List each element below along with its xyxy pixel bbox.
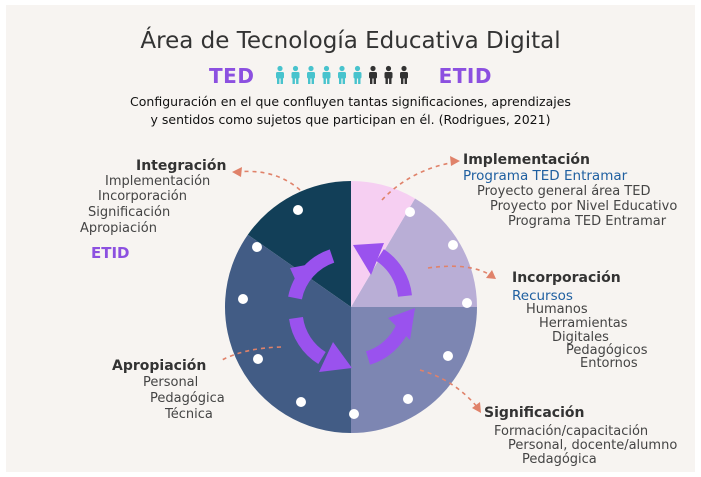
- person-icon: [353, 65, 362, 84]
- significacion-item: Pedagógica: [522, 452, 597, 467]
- quote-text: Configuración en el que confluyen tantas…: [0, 93, 701, 129]
- integracion-item: Apropiación: [80, 221, 157, 236]
- implementacion-item: Proyecto general área TED: [477, 184, 651, 199]
- quote-line-1: Configuración en el que confluyen tantas…: [130, 94, 571, 109]
- dot: [448, 240, 458, 250]
- person-icon: [399, 65, 408, 84]
- people-icon: [275, 65, 408, 84]
- person-icon: [368, 65, 377, 84]
- arrowhead: [290, 262, 322, 290]
- incorporacion-title: Incorporación: [512, 270, 621, 286]
- dot: [443, 351, 453, 361]
- dot: [403, 394, 413, 404]
- implementacion-subtitle: Programa TED Entramar: [463, 168, 628, 184]
- arrowhead: [486, 270, 496, 279]
- significacion-title: Significación: [484, 405, 585, 421]
- connector-arrowheads: [232, 156, 496, 413]
- apropiacion-item: Técnica: [165, 407, 213, 422]
- arrowhead: [232, 167, 242, 177]
- connector-implementacion: [381, 161, 456, 201]
- person-icon: [306, 65, 315, 84]
- arrowhead: [353, 243, 384, 275]
- dot: [349, 409, 359, 419]
- integracion-item: Incorporación: [98, 189, 187, 204]
- dot: [462, 298, 472, 308]
- person-icon: [275, 65, 284, 84]
- wedge-incorporacion: [351, 198, 477, 307]
- person-icon: [291, 65, 300, 84]
- incorporacion-subtitle: Recursos: [512, 288, 573, 304]
- dot: [253, 354, 263, 364]
- connectors: [221, 161, 493, 409]
- connector-integracion: [235, 170, 301, 191]
- quote-line-2: y sentidos como sujetos que participan e…: [150, 112, 551, 127]
- incorporacion-item: Humanos: [526, 302, 588, 317]
- integracion-item: Significación: [88, 205, 171, 220]
- apropiacion-item: Personal: [143, 375, 199, 390]
- integracion-title: Integración: [136, 158, 227, 174]
- rim-dots: [238, 205, 472, 419]
- person-icon: [384, 65, 393, 84]
- dot: [405, 207, 415, 217]
- wedge-integracion: [247, 181, 351, 307]
- arrowhead: [388, 308, 415, 340]
- incorporacion-item: Entornos: [580, 356, 638, 371]
- integracion-item: Implementación: [105, 174, 211, 189]
- person-icon: [322, 65, 331, 84]
- dot: [296, 397, 306, 407]
- dot: [252, 242, 262, 252]
- wedge-significacion: [351, 307, 477, 433]
- arrowhead: [319, 342, 352, 372]
- arrowheads: [290, 243, 415, 372]
- page-title: Área de Tecnología Educativa Digital: [140, 28, 561, 54]
- person-icon: [337, 65, 346, 84]
- wedge-apropiacion: [224, 234, 351, 433]
- brand-etid: ETID: [438, 64, 492, 88]
- apropiacion-title: Apropiación: [112, 358, 207, 374]
- connector-significacion: [419, 369, 479, 409]
- brand-row: TED ETID: [0, 64, 701, 88]
- apropiacion-item: Pedagógica: [150, 391, 225, 406]
- significacion-item: Personal, docente/alumno: [508, 438, 678, 453]
- dot: [238, 294, 248, 304]
- incorporacion-item: Pedagógicos: [566, 343, 648, 358]
- implementacion-title: Implementación: [463, 152, 590, 168]
- arrowhead: [450, 156, 460, 166]
- integracion-tag: ETID: [91, 244, 130, 262]
- significacion-item: Formación/capacitación: [494, 424, 649, 439]
- incorporacion-item: Digitales: [552, 330, 609, 345]
- arrowhead: [472, 402, 481, 413]
- connector-apropiacion: [221, 346, 282, 361]
- brand-ted: TED: [209, 64, 255, 88]
- incorporacion-item: Herramientas: [539, 316, 628, 331]
- implementacion-item: Proyecto por Nivel Educativo: [490, 199, 678, 214]
- dot: [293, 205, 303, 215]
- implementacion-item: Programa TED Entramar: [508, 214, 667, 229]
